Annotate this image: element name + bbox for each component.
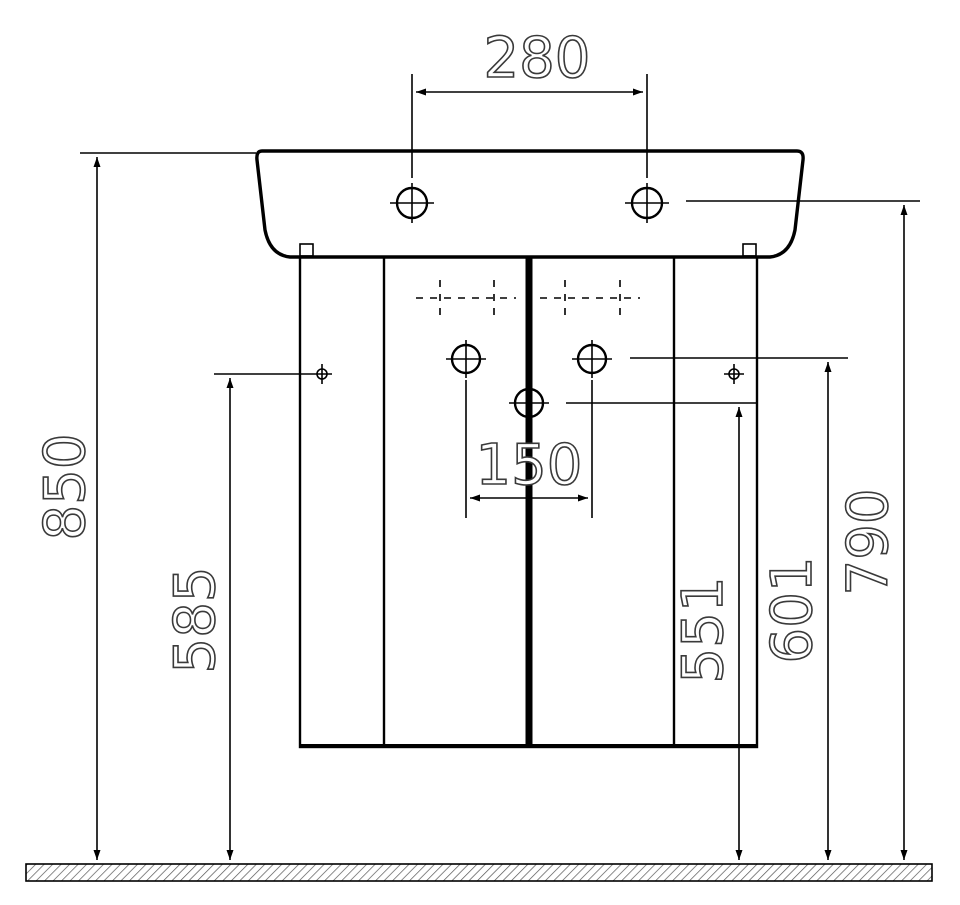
vanity-cabinet <box>298 255 759 749</box>
dashed-markers <box>416 280 640 320</box>
dimension-850: 850 <box>32 152 256 860</box>
right-waste-hole-icon <box>572 340 612 378</box>
dimension-150: 150 <box>465 380 593 518</box>
left-fixing-point-icon <box>312 364 332 384</box>
dimension-label-850: 850 <box>33 434 98 541</box>
dimension-label-790: 790 <box>836 489 901 596</box>
dimension-label-280: 280 <box>484 26 591 91</box>
dimension-label-585: 585 <box>163 567 228 674</box>
dimension-790: 790 <box>686 200 920 860</box>
right-fixing-point-icon <box>724 364 744 384</box>
center-waste-hole-icon <box>509 384 549 422</box>
right-tap-hole-icon <box>625 183 669 223</box>
dimension-280: 280 <box>411 25 648 178</box>
dimension-label-601: 601 <box>760 557 825 664</box>
dimension-585: 585 <box>162 373 312 860</box>
dimension-label-150: 150 <box>476 433 583 498</box>
floor <box>25 863 933 882</box>
basin <box>255 149 805 259</box>
dimension-label-551: 551 <box>671 577 736 684</box>
dimension-551: 551 <box>566 402 757 860</box>
left-waste-hole-icon <box>446 340 486 378</box>
left-tap-hole-icon <box>390 183 434 223</box>
dimension-601: 601 <box>630 357 848 860</box>
